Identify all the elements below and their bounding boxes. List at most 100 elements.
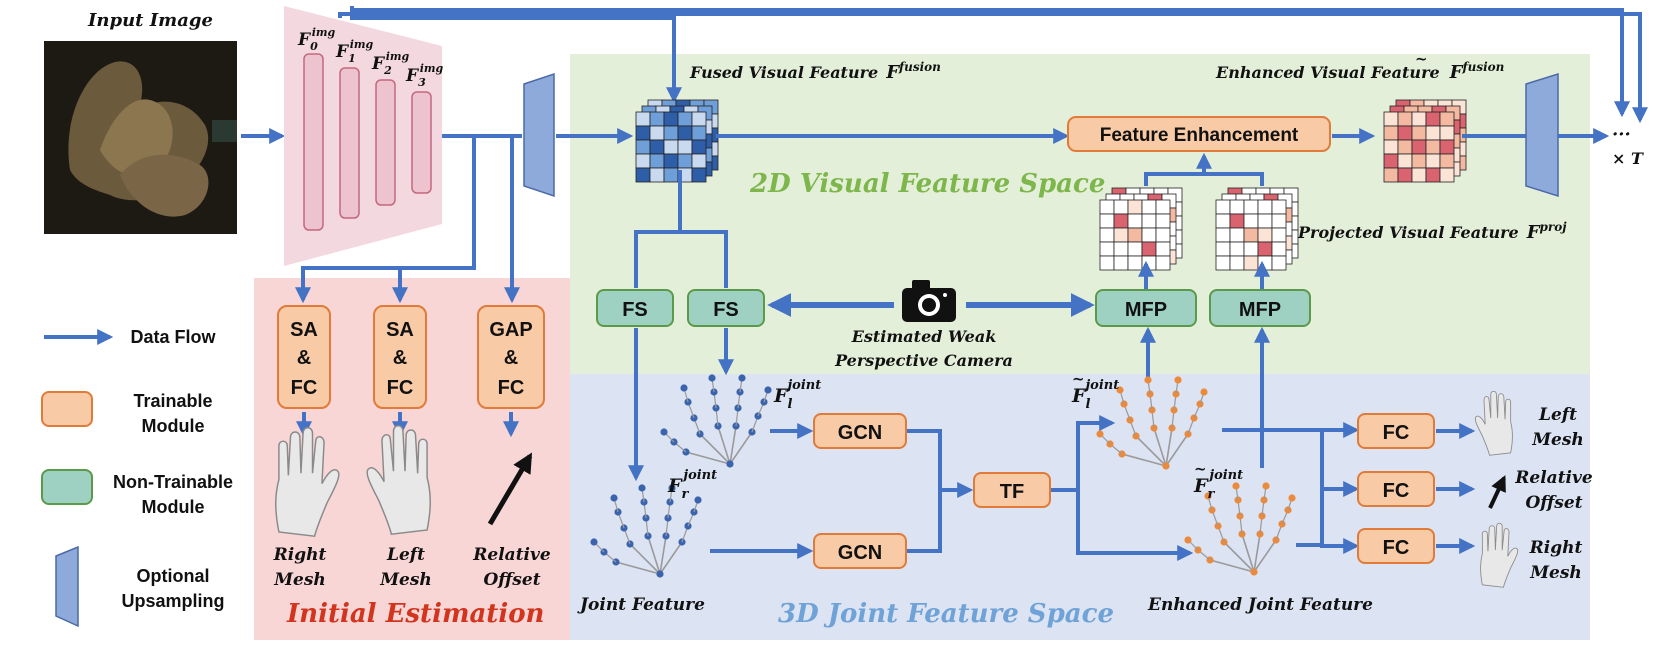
label-fl-joint: Fljoint (773, 378, 821, 412)
fc-module-right (1357, 528, 1435, 564)
title-3d-joint-feature-space: 3D Joint Feature Space (778, 599, 1114, 629)
final-right-mesh-2: Mesh (1529, 563, 1582, 583)
feature-cell (1257, 227, 1273, 243)
init-rel-offset-2: Offset (483, 570, 540, 590)
feature-cell (1215, 227, 1231, 243)
feature-cell (1383, 111, 1399, 127)
fs-label-2: FS (713, 299, 739, 321)
joint (1162, 462, 1170, 470)
feature-cell (1383, 167, 1399, 183)
feature-cell (1411, 167, 1427, 183)
feature-cell (1425, 111, 1441, 127)
label-f2-img: F2img (371, 50, 410, 77)
tf-module (973, 472, 1051, 508)
feature-cell (635, 153, 651, 169)
feature-cell (649, 153, 665, 169)
feature-cell (677, 125, 693, 141)
label-fr-joint: Frjoint (667, 468, 717, 502)
feature-cell (1127, 199, 1143, 215)
init-left-mesh-2: Mesh (379, 570, 432, 590)
feature-cell (1411, 139, 1427, 155)
flow-lines-backbone (295, 6, 1648, 304)
feature-cell (663, 167, 679, 183)
final-left-mesh-1: Left (1538, 405, 1577, 425)
feature-cell (1127, 255, 1143, 271)
feature-cell (663, 111, 679, 127)
tf-label: TF (1000, 481, 1024, 503)
bone (729, 425, 737, 465)
feature-cell (1439, 139, 1455, 155)
feature-cell (663, 139, 679, 155)
final-rel-offset-1: Relative (1514, 468, 1593, 488)
legend-optional-2: Upsampling (121, 591, 224, 611)
feature-cell (1127, 227, 1143, 243)
feature-cell (1257, 241, 1273, 257)
feature-cell (1113, 227, 1129, 243)
feature-bar-f0 (303, 53, 324, 231)
fc-module-left (1357, 413, 1435, 449)
joint (1250, 568, 1258, 576)
feature-cell (1243, 199, 1259, 215)
camera-label-line1: Estimated Weak (851, 327, 997, 346)
legend-trainable-swatch (41, 391, 93, 427)
right-joint-feature-skeleton (590, 484, 702, 578)
bone (685, 451, 731, 465)
hand-mesh-shape (1474, 390, 1513, 456)
fc-label-offset: FC (1383, 480, 1410, 502)
feature-cell (1383, 139, 1399, 155)
feature-cell (1099, 241, 1115, 257)
legend-nontrainable-swatch (41, 469, 93, 505)
projected-visual-feature-cube-2 (1215, 187, 1299, 271)
flow-lines-fc-out (1436, 423, 1476, 554)
feature-cell (1243, 241, 1259, 257)
feature-cell (1127, 241, 1143, 257)
feature-cell (1397, 139, 1413, 155)
legend-upsampling-icon (55, 545, 79, 628)
feature-cell (1099, 199, 1115, 215)
upsampling-block (523, 72, 555, 198)
fs-module-2 (687, 289, 765, 327)
label-enhanced-joint-feature: Enhanced Joint Feature (1147, 595, 1373, 615)
feature-cell (1113, 199, 1129, 215)
feature-cell (635, 139, 651, 155)
init-right-mesh-2: Mesh (273, 570, 326, 590)
label-f3-img: F3img (405, 62, 444, 89)
bone (615, 561, 661, 575)
hand-mesh-shape (1480, 522, 1519, 588)
feature-cell (1155, 227, 1171, 243)
bone (659, 541, 683, 575)
feature-cell (677, 111, 693, 127)
feature-cell (1141, 241, 1157, 257)
bone (1241, 533, 1255, 573)
joint (738, 374, 746, 382)
init-rel-offset-1: Relative (472, 545, 551, 565)
feature-cell (1243, 213, 1259, 229)
feature-cell (1257, 213, 1273, 229)
final-right-mesh-1: Right (1529, 538, 1583, 558)
feature-cell (649, 167, 665, 183)
label-joint-feature: Joint Feature (577, 595, 705, 615)
feature-cell (1155, 255, 1171, 271)
mfp-module-2 (1209, 289, 1311, 327)
legend-nontrainable-2: Module (142, 497, 205, 517)
joint (668, 484, 676, 492)
sa-fc-module-1 (277, 305, 331, 409)
feature-cell (1397, 153, 1413, 169)
joint (1200, 388, 1208, 396)
feature-cell (1397, 125, 1413, 141)
feature-enhancement-label: Feature Enhancement (1100, 125, 1299, 146)
feature-cell (1271, 227, 1287, 243)
iteration-times-t: × T (1612, 149, 1644, 168)
feature-cell (1439, 167, 1455, 183)
tilde-mark: ~ (1415, 50, 1428, 68)
label-enhanced-fl-joint: Fljoint (1071, 378, 1119, 412)
feature-cell (1243, 227, 1259, 243)
gcn-module-1 (813, 413, 907, 449)
fs-module-1 (596, 289, 674, 327)
feature-cell (691, 167, 707, 183)
bone (1165, 427, 1173, 467)
feature-cell (1397, 167, 1413, 183)
joint (1288, 494, 1296, 502)
